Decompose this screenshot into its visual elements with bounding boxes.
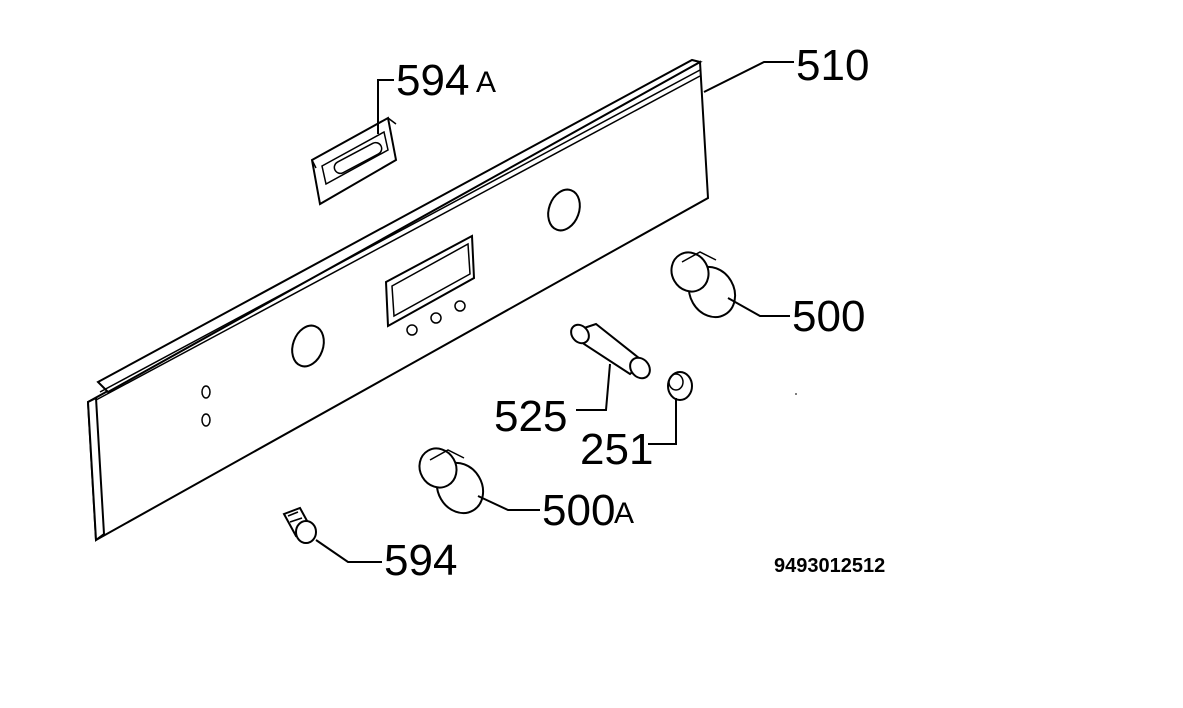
leader-594a <box>377 79 394 134</box>
label-500a-suffix: A <box>614 497 634 530</box>
leader-510 <box>703 61 794 93</box>
label-594: 594 <box>384 536 457 585</box>
shaft-525 <box>570 322 651 380</box>
leader-594 <box>315 539 382 563</box>
label-594a-suffix: A <box>476 66 496 99</box>
label-251: 251 <box>580 425 653 474</box>
label-510: 510 <box>796 41 869 90</box>
stray-dot <box>795 393 797 395</box>
control-panel-510 <box>86 58 710 542</box>
leader-500 <box>727 297 790 317</box>
knob-500 <box>670 251 737 319</box>
label-500: 500 <box>792 292 865 341</box>
label-594a-number: 594 <box>396 56 469 105</box>
reference-number: 9493012512 <box>774 555 885 577</box>
label-500a-number: 500 <box>542 486 615 535</box>
label-525: 525 <box>494 392 567 441</box>
screw-594 <box>282 506 317 544</box>
button-251 <box>667 371 693 401</box>
bracket-594a <box>310 116 398 206</box>
leader-525 <box>576 363 611 411</box>
leader-251 <box>648 398 677 445</box>
knob-500a <box>418 447 485 515</box>
leader-500a <box>477 495 540 511</box>
